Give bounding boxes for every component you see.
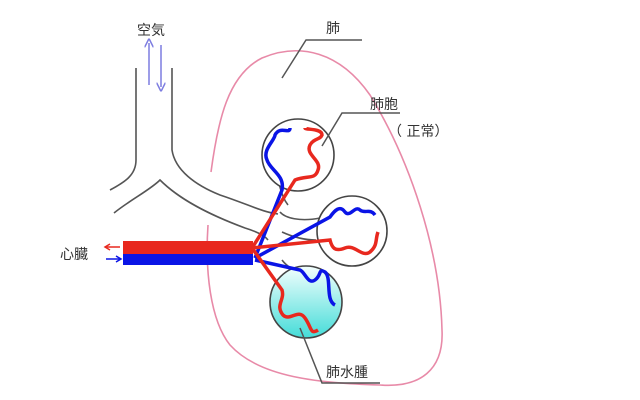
leader-lines	[281, 39, 400, 384]
alveolus-normal-2	[316, 195, 388, 267]
heart-out-arrowhead	[103, 243, 111, 251]
label-air: 空気	[137, 23, 165, 39]
label-alveolus: 肺胞	[370, 97, 398, 113]
label-normal: （ 正常）	[388, 124, 449, 140]
pulmonary-vein	[123, 254, 253, 265]
label-lung: 肺	[326, 21, 340, 37]
pulmonary-artery	[123, 241, 253, 254]
heart-in-arrowhead	[115, 255, 123, 263]
arteries	[250, 126, 380, 334]
veins	[253, 127, 377, 307]
label-heart: 心臓	[60, 247, 88, 263]
label-edema: 肺水腫	[326, 365, 368, 381]
alveolus-edema	[269, 265, 343, 339]
lung-outline	[206, 50, 443, 387]
